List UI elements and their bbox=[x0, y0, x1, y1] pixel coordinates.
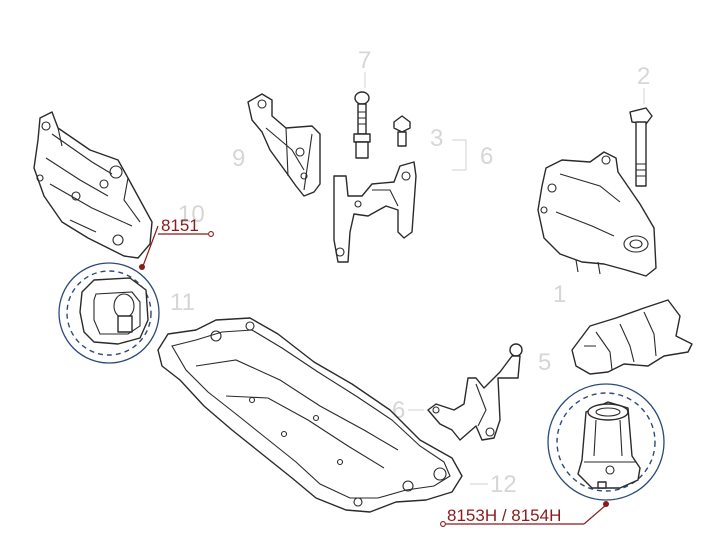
ghost-number-11: 11 bbox=[170, 289, 195, 316]
callout-8151: 8151 bbox=[139, 216, 214, 270]
rubber-bushing bbox=[79, 277, 149, 345]
ghost-number-5: 5 bbox=[538, 349, 551, 376]
upper-left-mount-bracket bbox=[33, 111, 153, 259]
callout-anchor-dot bbox=[603, 501, 609, 507]
callout-anchor-dot bbox=[139, 264, 145, 270]
callout-end-dot bbox=[208, 231, 214, 237]
lower-center-bracket bbox=[427, 343, 523, 441]
callout-8153h-8154h: 8153H / 8154H bbox=[440, 501, 609, 527]
ghost-number-7: 7 bbox=[358, 47, 371, 74]
small-bolt bbox=[393, 115, 411, 147]
left-zoom-ring bbox=[58, 262, 160, 364]
hydro-mount bbox=[577, 401, 641, 489]
ghost-number-6: 6 bbox=[480, 143, 493, 170]
ghost-number-3: 3 bbox=[430, 125, 443, 152]
upper-right-mount bbox=[537, 107, 657, 277]
center-mounting-plate bbox=[333, 161, 417, 263]
callout-leader bbox=[142, 225, 159, 267]
ghost-number-12: 12 bbox=[490, 471, 517, 498]
callout-end-dot bbox=[440, 521, 446, 527]
callout-leader bbox=[583, 504, 607, 525]
ghost-number-1: 1 bbox=[553, 281, 566, 308]
ghost-number-10: 10 bbox=[178, 201, 205, 228]
center-stud bbox=[353, 91, 371, 159]
ghost-number-2: 2 bbox=[637, 63, 650, 90]
ghost-bracket bbox=[452, 139, 467, 171]
callout-label-8153h-8154h: 8153H / 8154H bbox=[447, 506, 561, 525]
ghost-number-9: 9 bbox=[232, 145, 245, 172]
heat-shield bbox=[571, 299, 693, 375]
callout-label-8151: 8151 bbox=[161, 216, 199, 235]
upper-center-bracket bbox=[247, 93, 321, 197]
right-zoom-ring bbox=[547, 383, 665, 501]
subframe-crossmember bbox=[157, 317, 463, 513]
